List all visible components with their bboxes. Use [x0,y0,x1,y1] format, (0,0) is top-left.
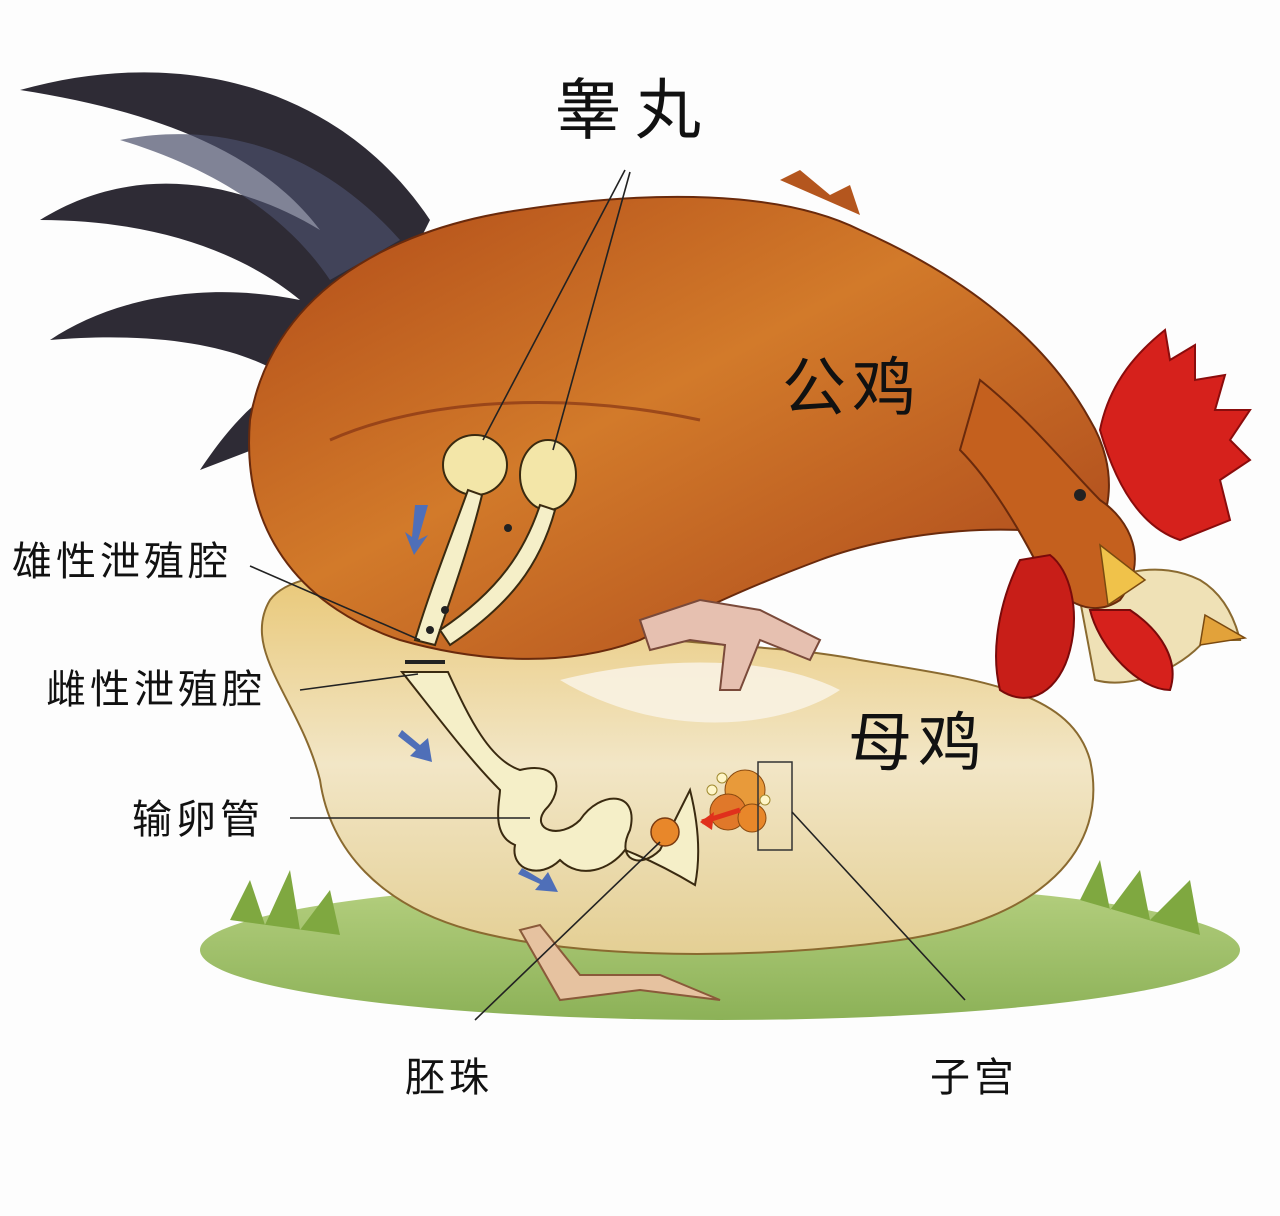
testis-right [519,439,577,511]
uterus-leader [791,811,966,1001]
leader-lines [249,169,966,1021]
label-male-cloaca: 雄性泄殖腔 [12,539,232,585]
female-cloaca-leader [299,673,419,691]
label-oviduct: 输卵管 [132,797,264,843]
ovulation-arrow [700,812,714,830]
uterus-bracket [757,761,793,851]
label-rooster: 公鸡 [782,352,922,426]
germinal-disc-leader [474,841,661,1021]
reproductive-organs [399,434,793,887]
testis-left [442,434,508,496]
label-testes: 睾丸 [555,72,715,149]
flow-arrows [398,505,558,892]
germinal-disc [650,817,680,847]
testes-leader-left [482,169,626,441]
testes-leader-right [552,171,631,451]
male-cloaca-leader [249,565,421,641]
label-germinal-disc: 胚珠 [405,1055,493,1101]
label-female-cloaca: 雌性泄殖腔 [46,667,266,713]
label-hen: 母鸡 [848,707,988,781]
label-uterus: 子宫 [930,1055,1018,1101]
rooster-body [248,170,1252,699]
